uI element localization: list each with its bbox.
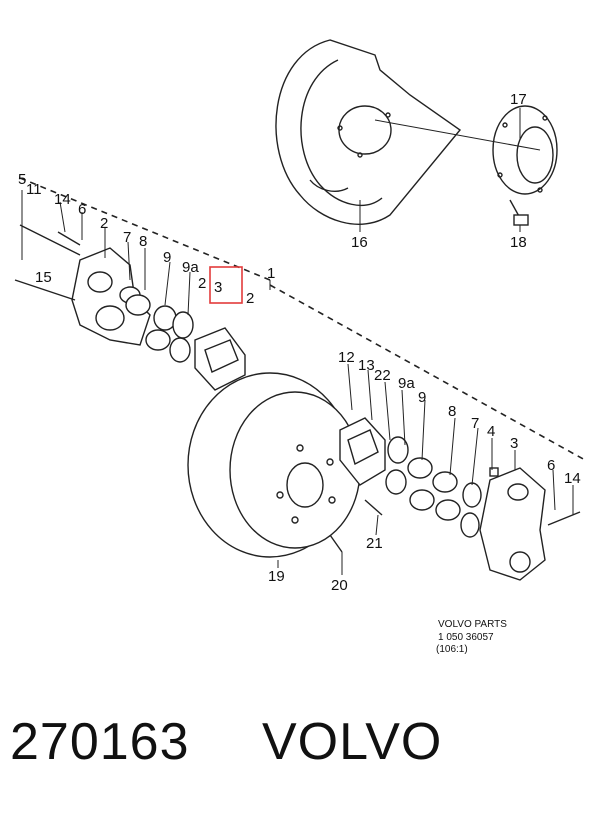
callout-20: 20	[331, 577, 348, 594]
callout-5: 5	[18, 171, 26, 188]
callout-11: 11	[26, 181, 42, 198]
brand-name: VOLVO	[262, 713, 443, 771]
callout-6-left: 6	[78, 201, 86, 218]
callout-2-a: 2	[100, 215, 108, 232]
callout-7-left: 7	[123, 229, 131, 246]
callout-9-right: 9	[418, 389, 426, 406]
callout-3-right: 3	[510, 435, 518, 452]
bolt-20	[329, 534, 343, 553]
callout-9-left: 9	[163, 249, 171, 266]
callout-3-highlighted: 3	[214, 279, 222, 296]
callout-9a-right: 9a	[398, 375, 415, 392]
bolt-21	[364, 499, 383, 516]
brake-disc	[187, 372, 361, 558]
callout-13: 13	[358, 357, 375, 374]
caliper-right-parts	[385, 436, 482, 538]
callout-1: 1	[267, 265, 275, 282]
brake-pad-right	[339, 417, 386, 486]
callout-16: 16	[351, 234, 368, 251]
callout-18: 18	[510, 234, 527, 251]
callout-15: 15	[35, 269, 52, 286]
ref-code-line: 1 050 36057	[438, 632, 494, 643]
callout-6-right: 6	[547, 457, 555, 474]
callout-2-c: 2	[246, 290, 254, 307]
callout-9a-left: 9a	[182, 259, 199, 276]
callout-19: 19	[268, 568, 285, 585]
callout-8-right: 8	[448, 403, 456, 420]
brake-pad-left	[194, 327, 246, 391]
callout-22: 22	[374, 367, 391, 384]
bolt-14-left	[57, 231, 81, 246]
highlight-box	[209, 266, 243, 304]
caption-bar	[0, 690, 600, 820]
caliper-right	[479, 467, 581, 581]
callout-4: 4	[487, 423, 495, 440]
callout-12: 12	[338, 349, 355, 366]
callout-7-right: 7	[471, 415, 479, 432]
hub-flange	[492, 105, 558, 226]
callout-2-b: 2	[198, 275, 206, 292]
ref-brand-line: VOLVO PARTS	[438, 619, 507, 630]
callout-21: 21	[366, 535, 383, 552]
part-number: 270163	[10, 713, 190, 771]
splash-shield	[275, 39, 462, 225]
brake-exploded-diagram: 5 11 14 6 2 7 8 15 9 9a 2 3 1 2 16 17 18…	[14, 39, 586, 655]
axis-line-upper	[19, 177, 271, 281]
callout-14-right: 14	[564, 470, 581, 487]
axis-line-lower	[269, 284, 586, 461]
callout-8-left: 8	[139, 233, 147, 250]
ref-sub-line: (106:1)	[436, 644, 468, 655]
caliper-left	[14, 224, 194, 363]
callout-17: 17	[510, 91, 527, 108]
callout-14-left: 14	[54, 191, 71, 208]
